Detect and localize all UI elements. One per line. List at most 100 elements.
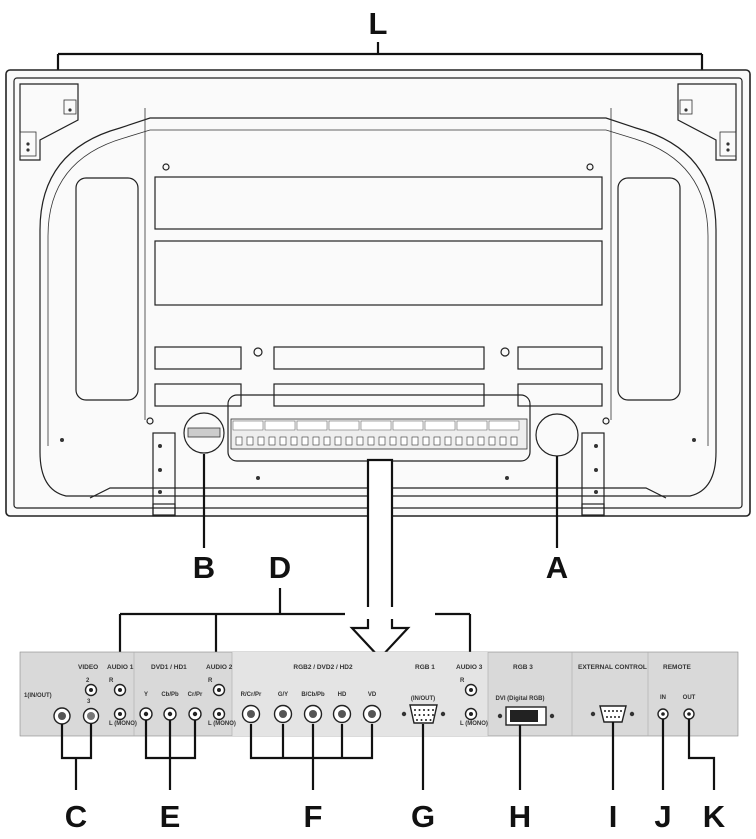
- ext-pin: [620, 710, 622, 712]
- mini-terminal-label: [264, 420, 296, 431]
- mini-terminal: [455, 436, 463, 446]
- label-y: Y: [144, 692, 148, 698]
- mini-terminal-label: [232, 420, 264, 431]
- bnc-connector-core-1: [247, 710, 255, 718]
- bnc-connector-core-3: [309, 710, 317, 718]
- mini-terminal-label: [360, 420, 392, 431]
- callout-a: A: [546, 550, 568, 585]
- header-audio3: AUDIO 3: [456, 664, 483, 671]
- label-audio2-r: R: [208, 678, 213, 684]
- label-remote-out: OUT: [683, 695, 696, 701]
- callout-c: C: [65, 799, 87, 834]
- dsub-pin: [420, 719, 423, 721]
- callout-f: F: [304, 799, 323, 834]
- label-crpr: Cr/Pr: [188, 692, 203, 698]
- dsub-pin: [423, 714, 425, 716]
- mini-terminal: [466, 436, 474, 446]
- callout-i: I: [609, 799, 618, 834]
- mini-terminal: [290, 436, 298, 446]
- mini-terminal: [488, 436, 496, 446]
- label-cbpb: Cb/Pb: [161, 692, 179, 698]
- mini-terminals: [232, 420, 520, 446]
- label-bcbpb: B/Cb/Pb: [301, 692, 325, 698]
- callout-d: D: [269, 550, 291, 585]
- mini-terminal: [257, 436, 265, 446]
- label-remote-in: IN: [660, 695, 666, 701]
- mini-terminal-label: [296, 420, 328, 431]
- label-audio1-l: L (MONO): [109, 721, 137, 727]
- mini-terminal-label: [456, 420, 488, 431]
- bnc-connector-core-2: [279, 710, 287, 718]
- dsub-pin: [414, 709, 416, 711]
- dsub-pin: [429, 719, 432, 721]
- mini-terminal: [334, 436, 342, 446]
- label-audio1-r: R: [109, 678, 114, 684]
- mini-terminal: [400, 436, 408, 446]
- callout-e: E: [160, 799, 181, 834]
- mini-terminal: [499, 436, 507, 446]
- callout-j: J: [654, 799, 671, 834]
- mini-terminal-label: [488, 420, 520, 431]
- header-video: VIDEO: [78, 664, 98, 671]
- callout-k: K: [703, 799, 726, 834]
- mini-terminal: [378, 436, 386, 446]
- ext-pin: [616, 710, 618, 712]
- label-video-1: 1(IN/OUT): [24, 693, 52, 699]
- header-rgb1: RGB 1: [415, 664, 435, 671]
- dsub-pin: [427, 709, 430, 711]
- dsub-pin: [432, 709, 434, 711]
- callout-b-circle: [183, 412, 225, 454]
- header-audio1: AUDIO 1: [107, 664, 134, 671]
- label-gy: G/Y: [278, 692, 288, 698]
- mini-terminal: [422, 436, 430, 446]
- header-dvd1: DVD1 / HD1: [151, 664, 187, 671]
- mini-terminal: [268, 436, 276, 446]
- dsub-pin: [432, 714, 434, 716]
- mini-terminal: [312, 436, 320, 446]
- rear-panel: [5, 69, 751, 517]
- header-audio2: AUDIO 2: [206, 664, 233, 671]
- label-audio2-l: L (MONO): [208, 721, 236, 727]
- rgb1-dsub-pins: [414, 709, 434, 721]
- header-rgb3: RGB 3: [513, 664, 533, 671]
- label-rcrpr: R/Cr/Pr: [241, 692, 262, 698]
- label-audio3-r: R: [460, 678, 465, 684]
- dsub-pin: [414, 714, 416, 716]
- mini-terminal-label: [328, 420, 360, 431]
- mini-terminal-label: [392, 420, 424, 431]
- mini-terminal: [301, 436, 309, 446]
- label-video-3: 3: [87, 699, 91, 705]
- mini-terminal: [345, 436, 353, 446]
- mini-terminal: [510, 436, 518, 446]
- label-hd: HD: [338, 692, 347, 698]
- bnc-connector-core-5: [368, 710, 376, 718]
- mini-terminal: [323, 436, 331, 446]
- label-rgb1-inout: (IN/OUT): [411, 696, 435, 702]
- callout-g: G: [411, 799, 435, 834]
- mini-terminal: [477, 436, 485, 446]
- label-audio3-l: L (MONO): [460, 721, 488, 727]
- mini-terminal: [389, 436, 397, 446]
- dsub-pin: [418, 714, 421, 716]
- rgb1-dsub-connector: [409, 704, 438, 724]
- rgb2-bnc-connectors: [241, 704, 382, 724]
- callout-h: H: [509, 799, 531, 834]
- header-external-control: EXTERNAL CONTROL: [578, 664, 647, 671]
- mini-terminal: [433, 436, 441, 446]
- mini-terminal: [246, 436, 254, 446]
- mini-terminal: [411, 436, 419, 446]
- ext-pin: [606, 716, 608, 718]
- callout-d-leader: [118, 588, 472, 680]
- ext-pin: [614, 716, 616, 718]
- dsub-pin: [423, 709, 425, 711]
- ext-pin: [618, 716, 620, 718]
- label-video-2: 2: [86, 678, 90, 684]
- dsub-pin: [425, 719, 427, 721]
- mini-terminal: [279, 436, 287, 446]
- external-control-pins: [604, 710, 622, 718]
- callout-l-leader: [56, 42, 704, 94]
- dsub-pin: [416, 719, 418, 721]
- ext-pin: [604, 710, 606, 712]
- mini-terminal: [235, 436, 243, 446]
